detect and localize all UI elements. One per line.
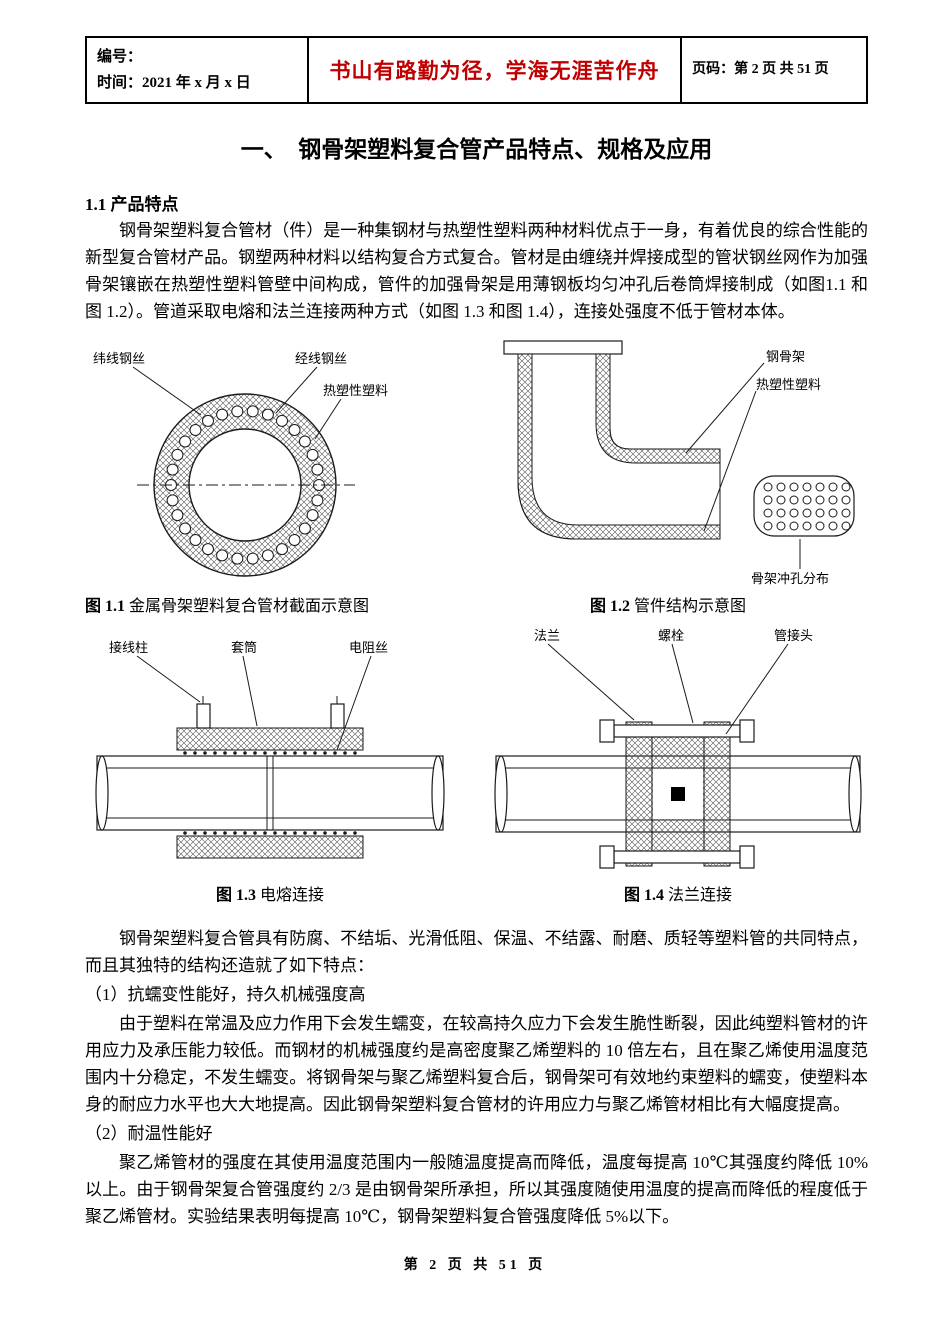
figure-1-3: 接线柱 套筒 电阻丝 图 1.3 电熔连接 [85,638,455,907]
fig14-label-bolt: 螺栓 [658,628,684,643]
features-intro-paragraph: 钢骨架塑料复合管具有防腐、不结垢、光滑低阻、保温、不结露、耐磨、质轻等塑料管的共… [85,929,868,975]
fig13-label-sleeve: 套筒 [231,640,257,655]
fig11-label-warp-wire: 经线钢丝 [295,351,347,366]
figure-1-2-caption-text: 管件结构示意图 [630,598,747,615]
figure-1-4-caption-number: 图 1.4 [623,887,664,904]
header-page-info: 页码：第 2 页 共 51 页 [692,62,829,77]
figure-1-3-caption-number: 图 1.3 [215,887,256,904]
fig12-label-steel-skeleton: 钢骨架 [766,349,805,364]
pipe-fitting-structure-drawing: 钢骨架 热塑性塑料 骨架冲孔分布 [503,340,855,586]
feature-2-paragraph: 聚乙烯管材的强度在其使用温度范围内一般随温度提高而降低，温度每提高 10℃其强度… [85,1153,868,1226]
fig14-label-pipe-joint: 管接头 [774,628,813,643]
header-motto: 书山有路勤为径，学海无涯苦作舟 [329,59,660,83]
header-number: 编号： [97,49,143,65]
pipe-cross-section-drawing: 纬线钢丝 经线钢丝 热塑性塑料 [93,351,388,577]
feature-1-heading: （1）抗蠕变性能好，持久机械强度高 [85,985,366,1004]
intro-paragraph: 钢骨架塑料复合管材（件）是一种集钢材与热塑性塑料两种材料优点于一身，有着优良的综… [85,221,868,321]
header-table: 编号： 时间：2021 年 x 月 x 日 书山有路勤为径，学海无涯苦作舟 页码… [85,36,868,104]
figure-1-1: 纬线钢丝 经线钢丝 热塑性塑料 图 1.1 金属骨架塑料复合管材截面示意图 [85,349,430,618]
figure-1-2: 钢骨架 热塑性塑料 骨架冲孔分布 图 1.2 管件结构示意图 [468,331,868,618]
fig11-label-weft-wire: 纬线钢丝 [93,351,145,366]
section-heading-1-1: 1.1 产品特点 [85,195,179,214]
fig12-label-thermoplastic: 热塑性塑料 [756,377,821,392]
figure-1-3-caption-text: 电熔连接 [256,887,325,904]
electrofusion-joint-drawing: 接线柱 套筒 电阻丝 [95,640,445,859]
figure-1-1-caption: 图 1.1 金属骨架塑料复合管材截面示意图 [85,596,430,618]
figure-1-1-caption-text: 金属骨架塑料复合管材截面示意图 [125,598,370,615]
figure-1-3-caption: 图 1.3 电熔连接 [85,885,455,907]
figure-1-2-caption-number: 图 1.2 [589,598,630,615]
feature-1-paragraph: 由于塑料在常温及应力作用下会发生蠕变，在较高持久应力下会发生脆性断裂，因此纯塑料… [85,1014,868,1114]
figure-row-1: 纬线钢丝 经线钢丝 热塑性塑料 图 1.1 金属骨架塑料复合管材截面示意图 [85,331,868,618]
fig12-label-punch-hole-distribution: 骨架冲孔分布 [751,571,829,586]
flange-joint-drawing: 法兰 螺栓 管接头 [494,628,862,869]
page-footer: 第 2 页 共 51 页 [403,1258,547,1273]
fig13-label-terminal-post: 接线柱 [109,640,148,655]
figure-1-4-caption-text: 法兰连接 [664,887,733,904]
figure-1-1-caption-number: 图 1.1 [85,598,126,615]
figure-1-4-caption: 图 1.4 法兰连接 [488,885,868,907]
header-time: 时间：2021 年 x 月 x 日 [97,75,251,91]
page-title: 一、 钢骨架塑料复合管产品特点、规格及应用 [240,137,713,162]
header-page-cell: 页码：第 2 页 共 51 页 [680,36,868,104]
fig11-label-thermoplastic: 热塑性塑料 [323,383,388,398]
header-meta-cell: 编号： 时间：2021 年 x 月 x 日 [85,36,309,104]
header-motto-cell: 书山有路勤为径，学海无涯苦作舟 [306,36,683,104]
feature-2-heading: （2）耐温性能好 [85,1124,213,1143]
figure-1-4: 法兰 螺栓 管接头 图 1.4 法兰连接 [488,626,868,907]
fig13-label-resistance-wire: 电阻丝 [349,640,388,655]
figure-1-2-caption: 图 1.2 管件结构示意图 [468,596,868,618]
fig14-label-flange: 法兰 [534,628,560,643]
figure-row-2: 接线柱 套筒 电阻丝 图 1.3 电熔连接 [85,626,868,907]
